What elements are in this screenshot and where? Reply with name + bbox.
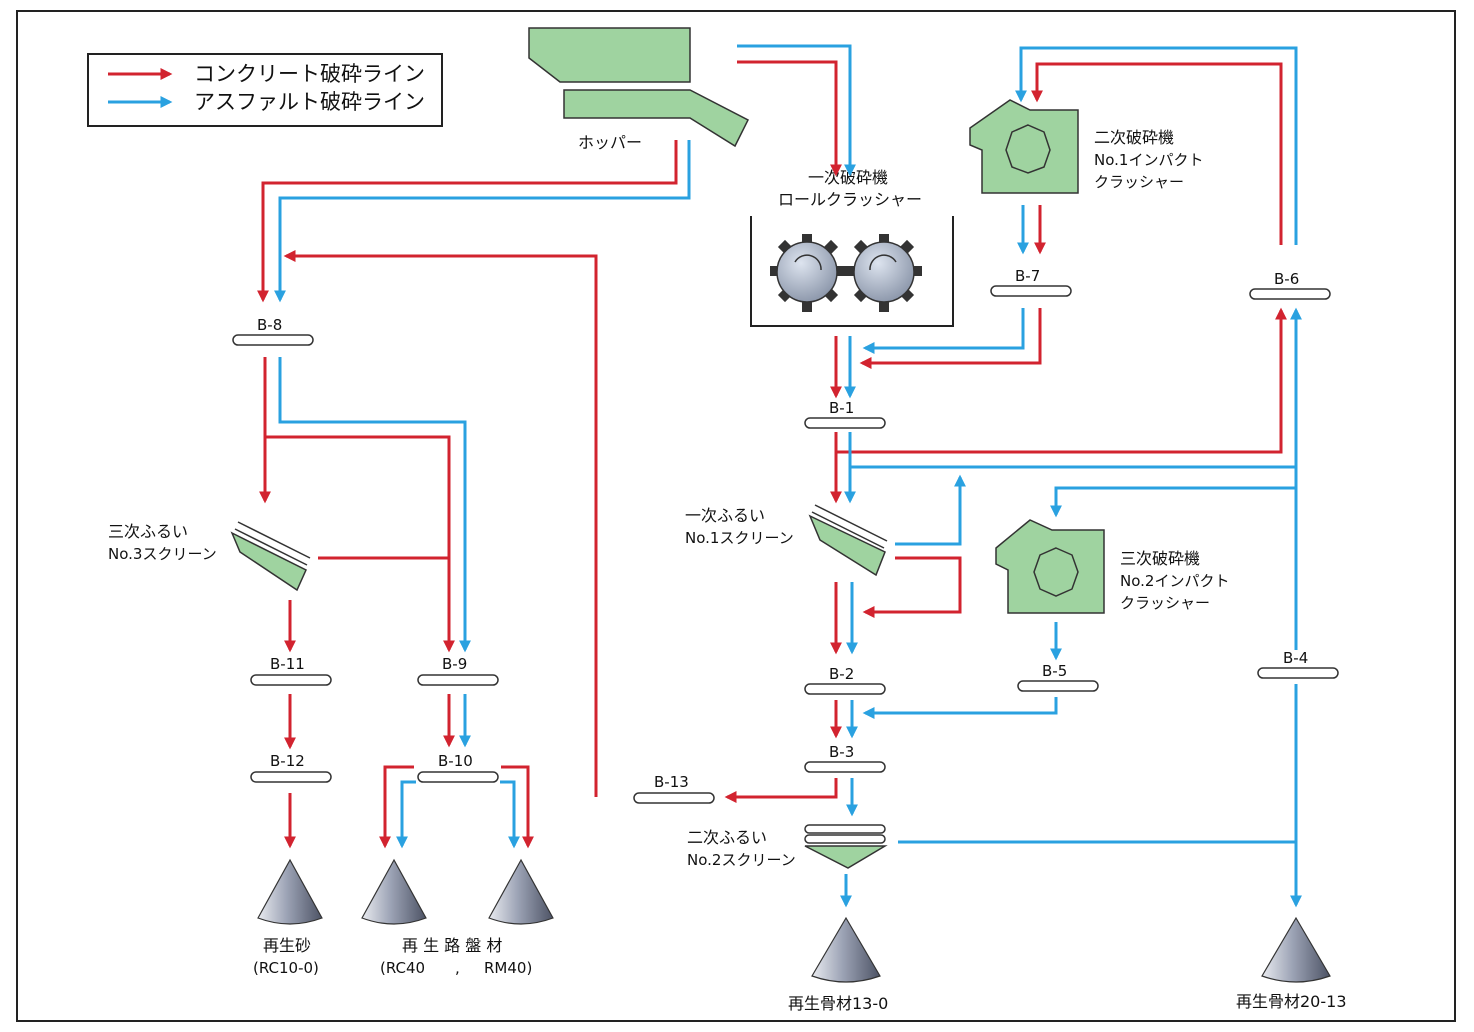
product-roadbase-label: 再 生 路 盤 材 [402, 936, 502, 955]
belt-b12-label: B-12 [270, 752, 305, 770]
concrete-flow-lines [257, 60, 1287, 849]
pile-aggregate-13-0: 再生骨材13-0 [788, 916, 888, 1013]
belt-b11: B-11 [250, 655, 332, 686]
secondary-impact-crusher: 二次破砕機 No.1インパクト クラッシャー [969, 99, 1203, 194]
belt-b2-label: B-2 [829, 665, 854, 683]
tertiary-crusher-label-2: No.2インパクト [1120, 572, 1229, 590]
screen2-label-1: 二次ふるい [687, 828, 767, 847]
belt-b4: B-4 [1257, 649, 1339, 679]
legend-concrete-label: コンクリート破砕ライン [194, 62, 425, 86]
screen3-label-1: 三次ふるい [108, 522, 188, 541]
belt-b6: B-6 [1249, 270, 1331, 300]
belt-b8-label: B-8 [257, 316, 282, 334]
belt-b5: B-5 [1017, 662, 1099, 692]
belt-b2: B-2 [804, 665, 886, 695]
primary-crusher-label-2: ロールクラッシャー [778, 190, 922, 209]
belt-b12: B-12 [250, 752, 332, 783]
belt-b10-label: B-10 [438, 752, 473, 770]
tertiary-crusher-label-1: 三次破砕機 [1120, 549, 1200, 568]
belt-b5-label: B-5 [1042, 662, 1067, 680]
product-agg20-label: 再生骨材20-13 [1236, 992, 1347, 1011]
belt-b3-label: B-3 [829, 743, 854, 761]
belt-b4-label: B-4 [1283, 649, 1308, 667]
product-sand-label: 再生砂 [263, 936, 311, 955]
belt-b11-label: B-11 [270, 655, 305, 673]
pile-roadbase-rc40 [361, 858, 427, 925]
product-roadbase-sep: , [455, 959, 460, 977]
belt-b1-label: B-1 [829, 399, 854, 417]
belt-b10: B-10 [417, 752, 499, 783]
hopper-label: ホッパー [578, 133, 642, 152]
product-sand-code: (RC10-0) [253, 959, 319, 977]
belt-b13: B-13 [633, 773, 715, 804]
belt-b9: B-9 [417, 655, 499, 686]
asphalt-flow-lines [274, 44, 1302, 908]
pile-roadbase-rm40 [488, 858, 554, 925]
screen-no1: 一次ふるい No.1スクリーン [685, 504, 888, 577]
product-roadbase-code2: RM40) [484, 959, 532, 977]
secondary-crusher-label-2: No.1インパクト [1094, 151, 1203, 169]
secondary-crusher-label-1: 二次破砕機 [1094, 128, 1174, 147]
screen1-label-1: 一次ふるい [685, 506, 765, 525]
secondary-crusher-label-3: クラッシャー [1094, 173, 1184, 191]
pile-aggregate-20-13: 再生骨材20-13 [1236, 916, 1347, 1011]
pile-recycled-sand: 再生砂 (RC10-0) [253, 858, 323, 977]
screen-no3: 三次ふるい No.3スクリーン [108, 521, 311, 592]
belt-b13-label: B-13 [654, 773, 689, 791]
belt-b3: B-3 [804, 743, 886, 773]
primary-crusher-label-1: 一次破砕機 [808, 168, 888, 187]
legend-asphalt-label: アスファルト破砕ライン [194, 90, 425, 114]
belt-b9-label: B-9 [442, 655, 467, 673]
hopper: ホッパー [528, 27, 750, 152]
screen3-label-2: No.3スクリーン [108, 545, 217, 563]
primary-roll-crusher: 一次破砕機 ロールクラッシャー [750, 168, 954, 327]
screen1-label-2: No.1スクリーン [685, 529, 794, 547]
tertiary-crusher-label-3: クラッシャー [1120, 594, 1210, 612]
belt-b7-label: B-7 [1015, 267, 1040, 285]
belt-b7: B-7 [990, 267, 1072, 297]
belt-b6-label: B-6 [1274, 270, 1299, 288]
diagram-frame [16, 10, 1456, 1022]
screen2-label-2: No.2スクリーン [687, 851, 796, 869]
legend: コンクリート破砕ライン アスファルト破砕ライン [87, 53, 443, 127]
screen-no2: 二次ふるい No.2スクリーン [687, 824, 888, 869]
roll-left-icon [770, 234, 846, 312]
roll-right-icon [846, 234, 922, 312]
product-roadbase-code1: (RC40 [380, 959, 425, 977]
belt-b1: B-1 [804, 399, 886, 429]
product-agg13-label: 再生骨材13-0 [788, 994, 888, 1013]
tertiary-impact-crusher: 三次破砕機 No.2インパクト クラッシャー [995, 519, 1229, 614]
belt-b8: B-8 [232, 316, 314, 346]
